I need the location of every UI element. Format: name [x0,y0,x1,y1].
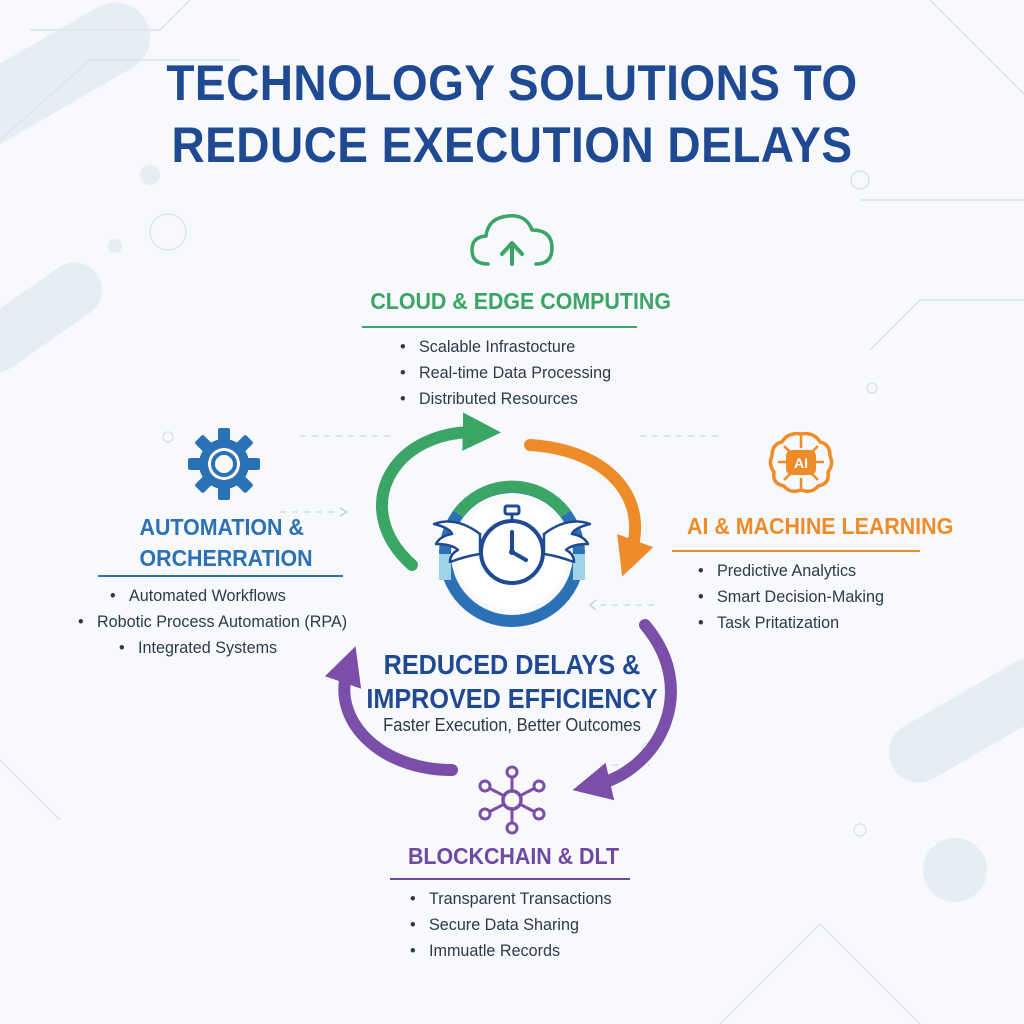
page-title-line2: REDUCE EXECUTION DELAYS [171,117,853,173]
winged-stopwatch-icon [428,470,596,640]
list-item: Secure Data Sharing [410,912,612,938]
ai-icon-label: AI [794,455,808,471]
list-item: Smart Decision-Making [698,584,884,610]
list-item: Scalable Infrastocture [400,334,611,360]
cloud-edge-divider [362,326,637,328]
cloud-upload-icon [468,208,556,270]
automation-list: Automated Workflows [110,583,295,609]
ai-brain-icon: AI [766,428,836,498]
list-item: Transparent Transactions [410,886,612,912]
gear-icon [186,426,262,502]
cloud-edge-title: CLOUD & EDGE COMPUTING [370,288,671,314]
automation-divider [98,575,343,577]
page-title: TECHNOLOGY SOLUTIONS TO REDUCE EXECUTION… [41,52,983,176]
page-title-line1: TECHNOLOGY SOLUTIONS TO [166,55,858,111]
outcome-title-line1: REDUCED DELAYS & [383,649,641,680]
list-item: Robotic Process Automation (RPA) [78,609,347,635]
automation-title-line2: ORCHERRATION [139,545,313,571]
outcome-title-line2: IMPROVED EFFICIENCY [366,683,658,714]
list-item: Automated Workflows [110,583,286,609]
list-item: Predictive Analytics [698,558,884,584]
outcome-subtitle: Faster Execution, Better Outcomes [383,715,641,735]
blockchain-list: Transparent Transactions Secure Data Sha… [410,886,622,964]
network-nodes-icon [476,764,548,836]
list-item: Real-time Data Processing [400,360,611,386]
ai-ml-list: Predictive Analytics Smart Decision-Maki… [698,558,894,636]
cycle-arrow-green [376,412,502,571]
automation-list: Integrated Systems [119,635,285,661]
list-item: Distributed Resources [400,386,611,412]
cycle-arrow-purple-left [324,646,458,776]
blockchain-divider [390,878,630,880]
automation-title: AUTOMATION & ORCHERRATION [140,512,313,574]
automation-list: Robotic Process Automation (RPA) [78,609,361,635]
cycle-arrow-purple-right [572,619,677,801]
list-item: Immuatle Records [410,938,612,964]
ai-ml-divider [672,550,920,552]
automation-title-line1: AUTOMATION & [139,514,304,540]
ai-ml-title: AI & MACHINE LEARNING [687,513,954,539]
list-item: Task Pritatization [698,610,884,636]
blockchain-title: BLOCKCHAIN & DLT [407,843,620,869]
cycle-arrow-orange [524,439,654,577]
cloud-edge-list: Scalable Infrastocture Real-time Data Pr… [400,334,622,412]
outcome-title: REDUCED DELAYS & IMPROVED EFFICIENCY [348,648,676,716]
list-item: Integrated Systems [119,635,277,661]
